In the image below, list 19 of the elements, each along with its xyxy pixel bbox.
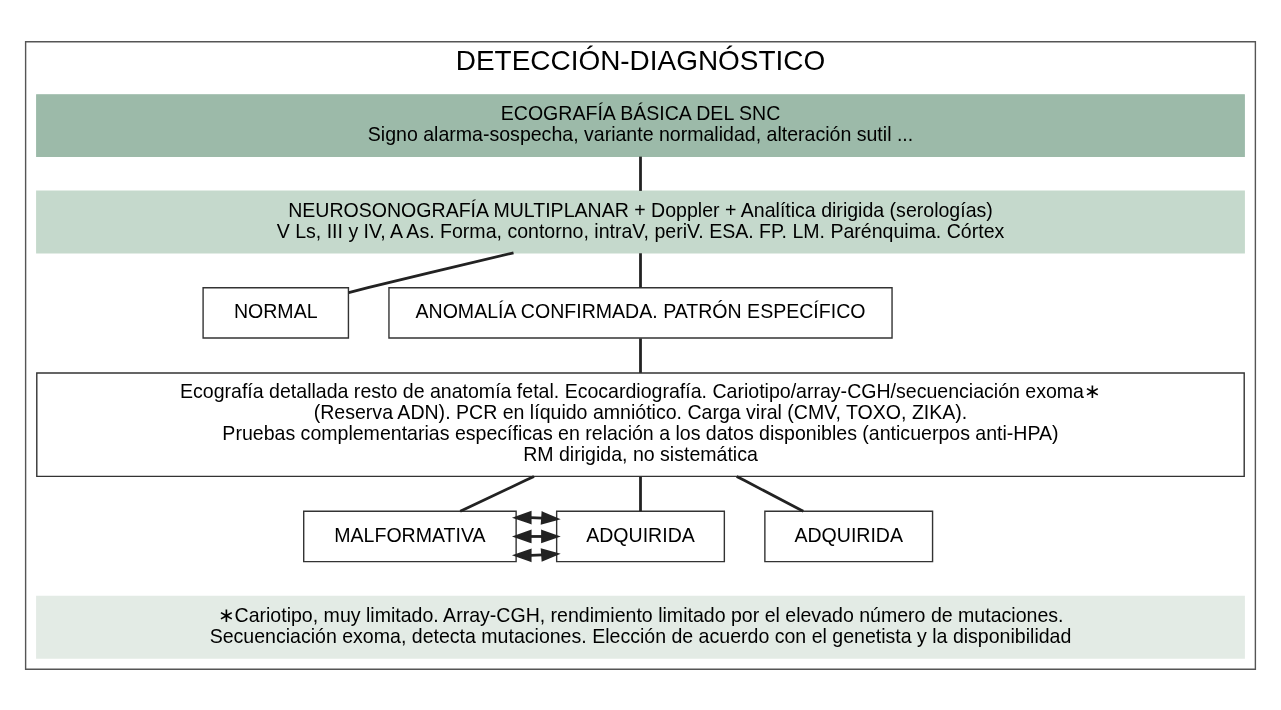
node-box: ADQUIRIDA [555, 510, 726, 562]
connector [348, 250, 514, 294]
node-box: NORMAL [202, 286, 350, 339]
node-box: ANOMALÍA CONFIRMADA. PATRÓN ESPECÍFICO [388, 286, 893, 339]
node-box: ADQUIRIDA [764, 510, 934, 562]
connector [639, 476, 642, 511]
node-box: NEUROSONOGRAFÍA MULTIPLANAR + Doppler + Analítica dirigida (serologías) V Ls, III y IV, A As. Forma, contorno, intraV, periV. ESA. FP. LM. Parénquima. Córtex [36, 190, 1245, 253]
node-box: Ecografía detallada resto de anatomía fetal. Ecocardiografía. Cariotipo/array-CGH/secuenciación exoma∗ (Reserva ADN). PCR en líquido amniótico. Carga viral (CMV, TOXO, ZIKA). Pruebas complementarias específicas en relación a los datos disponibles (anticuerpos anti-HPA) RM dirigida, no sistemática [36, 371, 1245, 477]
arrow [511, 547, 561, 562]
connector [639, 252, 642, 288]
connector [639, 337, 642, 373]
node-box: ∗Cariotipo, muy limitado. Array-CGH, rendimiento limitado por el elevado número de mutaciones. Secuenciación exoma, detecta mutaciones. Elección de acuerdo con el genetista y la disponibilidad [36, 595, 1245, 659]
connector [736, 474, 804, 513]
node-box: MALFORMATIVA [303, 510, 517, 562]
connector [459, 474, 535, 513]
node-box: ECOGRAFÍA BÁSICA DEL SNC Signo alarma-sospecha, variante normalidad, alteración sutil ... [36, 93, 1245, 157]
arrow [511, 510, 561, 525]
arrow [511, 529, 561, 543]
connector [639, 156, 642, 191]
